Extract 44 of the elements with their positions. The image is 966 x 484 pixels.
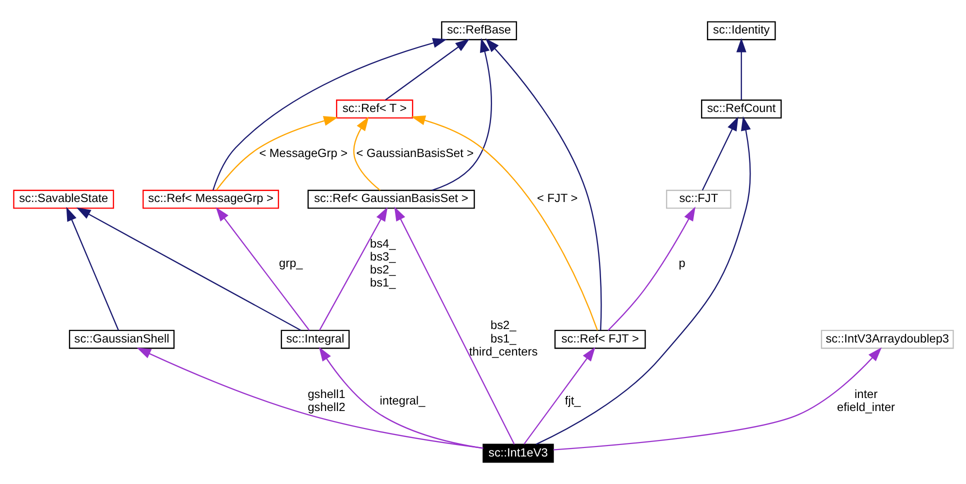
- arrow: [394, 206, 514, 445]
- edge-label: bs4_ bs3_ bs2_ bs1_: [370, 236, 396, 290]
- node-box: sc::IntV3Arraydoublep3: [820, 330, 954, 349]
- arrow: [215, 207, 310, 331]
- node-box: sc::Ref< MessageGrp >: [142, 190, 279, 209]
- node-box: sc::FJT: [666, 190, 731, 209]
- edge-label: < FJT >: [536, 191, 578, 206]
- node-box: sc::Ref< GaussianBasisSet >: [307, 190, 474, 209]
- arrow: [318, 346, 483, 449]
- node-box: sc::Ref< FJT >: [554, 330, 646, 349]
- edge-label: bs2_ bs1_ third_centers: [468, 318, 538, 358]
- node-box: sc::Int1eV3: [482, 444, 554, 463]
- arrow: [212, 38, 447, 190]
- node-box: sc::SavableState: [12, 190, 114, 209]
- node-box: sc::Integral: [280, 330, 350, 349]
- arrow: [607, 206, 695, 331]
- arrow: [535, 116, 750, 445]
- edge-label: < MessageGrp >: [258, 146, 348, 160]
- node-box: sc::GaussianShell: [68, 330, 174, 349]
- edge-label: < GaussianBasisSet >: [356, 146, 474, 160]
- edge-label: integral_: [379, 394, 425, 408]
- arrow: [431, 38, 492, 191]
- edge-label: grp_: [278, 256, 302, 270]
- arrow: [318, 206, 388, 331]
- arrow: [66, 206, 119, 331]
- arrow: [701, 116, 738, 191]
- arrow: [523, 347, 595, 444]
- arrow: [384, 38, 470, 100]
- edge-label: fjt_: [564, 394, 580, 408]
- node-box: sc::Identity: [706, 21, 776, 40]
- arrow: [736, 38, 746, 100]
- arrow: [136, 348, 483, 449]
- node-box: sc::Ref< T >: [336, 100, 413, 119]
- arrow: [76, 207, 301, 331]
- arrow: [552, 347, 882, 450]
- node-box: sc::RefBase: [440, 21, 517, 40]
- edge-label: p: [678, 256, 685, 270]
- arrow: [410, 115, 598, 331]
- arrow: [216, 116, 338, 190]
- arrow: [484, 38, 602, 330]
- node-box: sc::RefCount: [700, 100, 782, 119]
- arrow: [352, 116, 380, 191]
- edge-label: inter efield_inter: [836, 387, 895, 414]
- edge-label: gshell1 gshell2: [307, 387, 345, 414]
